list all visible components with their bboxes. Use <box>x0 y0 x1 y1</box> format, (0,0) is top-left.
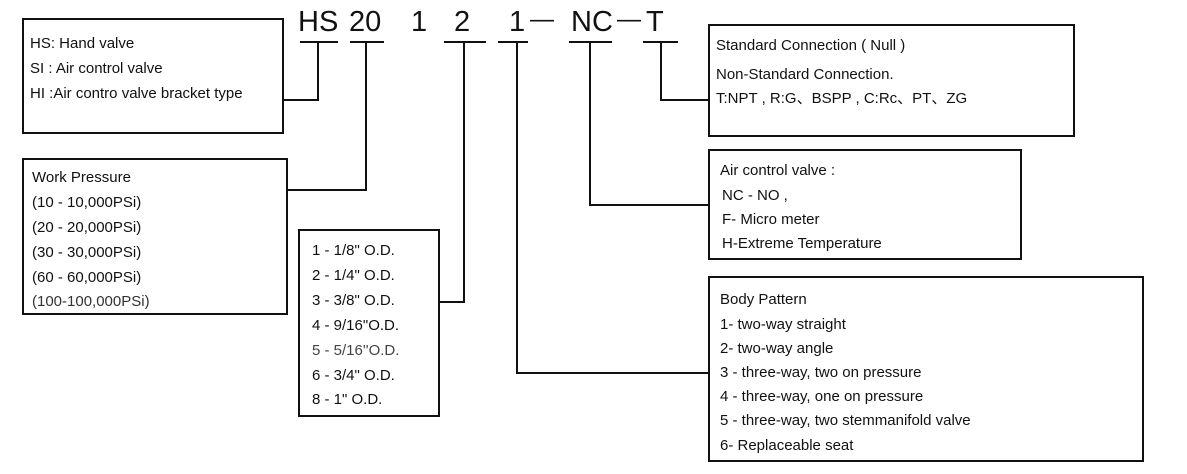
air-control-line: F- Micro meter <box>722 211 820 228</box>
code-size: 1 <box>411 6 428 38</box>
body-pattern-line: 5 - three-way, two stemmanifold valve <box>720 412 971 429</box>
body-pattern-line: 4 - three-way, one on pressure <box>720 388 924 405</box>
tube-size-line: 2 - 1/4" O.D. <box>312 267 395 284</box>
connection-line: T:NPT , R:G、BSPP , C:Rc、PT、ZG <box>716 90 968 107</box>
tube-size-line: 5 - 5/16''O.D. <box>312 342 400 359</box>
connector-work-pressure <box>286 42 367 191</box>
air-control-line: H-Extreme Temperature <box>722 235 882 252</box>
connector-tube-size <box>438 42 465 303</box>
work-pressure-title: Work Pressure <box>32 169 131 186</box>
air-control-line: NC - NO , <box>722 187 788 204</box>
work-pressure-line: (60 - 60,000PSi) <box>32 269 142 286</box>
work-pressure-box: Work Pressure (10 - 10,000PSi) (20 - 20,… <box>22 158 288 315</box>
body-pattern-box: Body Pattern 1- two-way straight 2- two-… <box>708 276 1144 462</box>
valve-type-line: SI : Air control valve <box>30 60 163 77</box>
code-thread: T <box>646 6 664 38</box>
connection-line: Standard Connection ( Null ) <box>716 37 906 54</box>
code-pressure: 20 <box>349 6 382 38</box>
body-pattern-line: 3 - three-way, two on pressure <box>720 364 922 381</box>
tube-size-line: 8 - 1" O.D. <box>312 391 383 408</box>
code-dash-1: — <box>530 6 554 33</box>
code-connection-size: 2 <box>454 6 471 38</box>
body-pattern-line: 6- Replaceable seat <box>720 437 854 454</box>
air-control-line: Air control valve : <box>720 162 836 179</box>
code-dash-2: — <box>617 6 641 33</box>
connection-box: Standard Connection ( Null ) Non-Standar… <box>708 24 1075 137</box>
air-control-box: Air control valve : NC - NO , F- Micro m… <box>708 149 1022 260</box>
work-pressure-line: (20 - 20,000PSi) <box>32 219 142 236</box>
body-pattern-line: 1- two-way straight <box>720 316 846 333</box>
connector-connection <box>660 42 710 101</box>
valve-type-line: HS: Hand valve <box>30 35 135 52</box>
code-hs: HS <box>298 6 339 38</box>
valve-type-box: HS: Hand valve SI : Air control valve HI… <box>22 18 284 134</box>
connector-valve-type <box>282 42 319 101</box>
code-pattern: 1 <box>509 6 526 38</box>
connector-body-pattern <box>516 42 710 374</box>
tube-size-line: 4 - 9/16"O.D. <box>312 317 400 334</box>
work-pressure-line: (100-100,000PSi) <box>32 293 150 310</box>
work-pressure-line: (30 - 30,000PSi) <box>32 244 142 261</box>
connector-air-control <box>589 42 709 206</box>
valve-type-line: HI :Air contro valve bracket type <box>30 85 243 102</box>
code-valve: NC <box>571 6 613 38</box>
connection-line: Non-Standard Connection. <box>716 66 894 83</box>
tube-size-line: 3 - 3/8" O.D. <box>312 292 395 309</box>
tube-size-box: 1 - 1/8" O.D. 2 - 1/4" O.D. 3 - 3/8" O.D… <box>298 229 440 417</box>
body-pattern-line: 2- two-way angle <box>720 340 834 357</box>
body-pattern-title: Body Pattern <box>720 291 807 308</box>
tube-size-line: 1 - 1/8" O.D. <box>312 242 395 259</box>
tube-size-line: 6 - 3/4" O.D. <box>312 367 395 384</box>
work-pressure-line: (10 - 10,000PSi) <box>32 194 142 211</box>
